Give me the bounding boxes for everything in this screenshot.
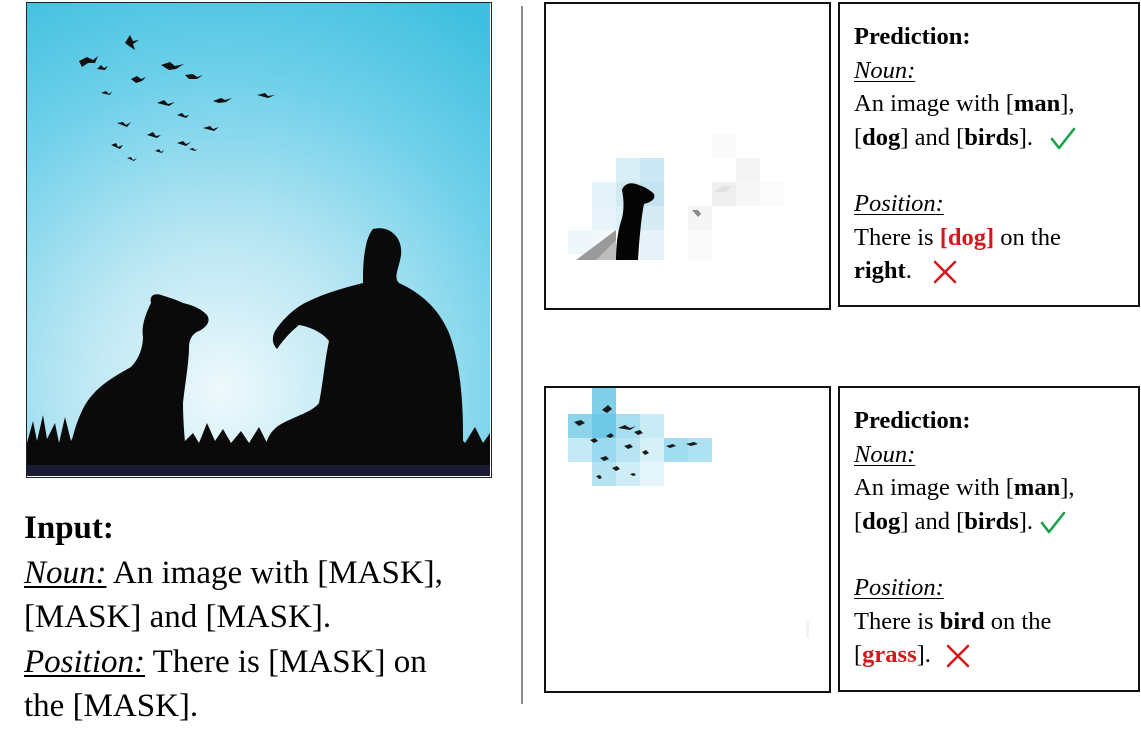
noun-label-line: Noun: [854, 438, 1138, 472]
noun-birds: birds [964, 507, 1019, 535]
cross-icon [933, 261, 957, 284]
noun-man: man [1013, 90, 1061, 117]
dog-patch-silhouette [616, 183, 655, 260]
birds-patch-silhouette [574, 405, 698, 479]
position-label-line: Position: [854, 571, 1138, 605]
position-bird: bird [939, 607, 985, 635]
input-heading: Input: [24, 510, 114, 546]
noun-text: ], [1060, 474, 1075, 501]
checkmark-icon [1040, 511, 1066, 534]
attention-map-1 [544, 2, 831, 310]
noun-line-1: An image with [man], [854, 471, 1138, 505]
attention-patches-1 [568, 134, 784, 260]
grass-silhouette [27, 415, 490, 476]
noun-label-line: Noun: [854, 54, 1138, 88]
noun-dog: dog [862, 507, 901, 535]
prediction-box-2: Prediction: Noun: An image with [man], [… [838, 386, 1140, 692]
noun-birds: birds [964, 123, 1019, 151]
man-silhouette [264, 228, 463, 463]
noun-text: ] and [ [900, 123, 965, 151]
position-text: on the [984, 607, 1052, 635]
position-text: [ [854, 641, 863, 668]
position-right: right [854, 257, 906, 284]
attention-map-2 [544, 386, 831, 693]
prediction-heading: Prediction: [854, 23, 971, 50]
input-position-text-1: There is [MASK] on [145, 643, 427, 680]
noun-line-1: An image with [man], [854, 87, 1138, 121]
cross-icon [946, 645, 970, 668]
position-wrong-grass: grass [862, 641, 917, 668]
input-noun-line: Noun: An image with [MASK], [24, 551, 514, 596]
position-text: There is [854, 223, 940, 251]
position-line-1: There is [dog] on the [854, 221, 1138, 255]
input-image [26, 2, 492, 478]
prediction-heading: Prediction: [854, 407, 971, 434]
position-label: Position: [854, 574, 944, 601]
noun-text: ], [1060, 90, 1075, 117]
noun-text: An image with [ [854, 474, 1014, 501]
position-label: Position: [854, 190, 944, 217]
noun-text: [ [854, 123, 863, 151]
position-line-2: right. [854, 254, 1138, 288]
noun-text: ]. [1018, 507, 1034, 535]
position-label-line: Position: [854, 187, 1138, 221]
noun-label: Noun: [854, 440, 916, 468]
position-text: There is [854, 607, 940, 635]
noun-dog: dog [862, 123, 901, 151]
noun-man: man [1013, 474, 1061, 501]
birds-silhouette [79, 35, 275, 161]
attention-patches-2 [568, 388, 712, 486]
input-position-line: Position: There is [MASK] on [24, 640, 514, 685]
position-line-2: [grass]. [854, 638, 1138, 672]
noun-label: Noun: [854, 56, 916, 84]
input-caption: Input: Noun: An image with [MASK], [MASK… [24, 506, 514, 729]
vertical-divider [521, 6, 523, 704]
position-wrong-dog: [dog] [939, 223, 995, 251]
noun-text: [ [854, 507, 863, 535]
noun-line-2: [dog] and [birds]. [854, 121, 1138, 155]
input-position-label: Position: [24, 643, 145, 680]
position-text: ]. [916, 641, 931, 668]
noun-text: ] and [ [900, 507, 965, 535]
input-noun-label: Noun: [24, 554, 107, 591]
dog-silhouette [67, 294, 209, 463]
input-position-text-2: the [MASK]. [24, 688, 199, 724]
noun-text: ]. [1018, 123, 1034, 151]
position-text: . [905, 257, 912, 284]
checkmark-icon [1050, 127, 1076, 150]
position-text: on the [994, 223, 1061, 251]
input-noun-text-2: [MASK] and [MASK]. [24, 599, 332, 635]
input-noun-text-1: An image with [MASK], [106, 554, 443, 591]
position-line-1: There is bird on the [854, 605, 1138, 639]
noun-text: An image with [ [854, 90, 1014, 117]
prediction-box-1: Prediction: Noun: An image with [man], [… [838, 2, 1140, 307]
noun-line-2: [dog] and [birds]. [854, 505, 1138, 539]
